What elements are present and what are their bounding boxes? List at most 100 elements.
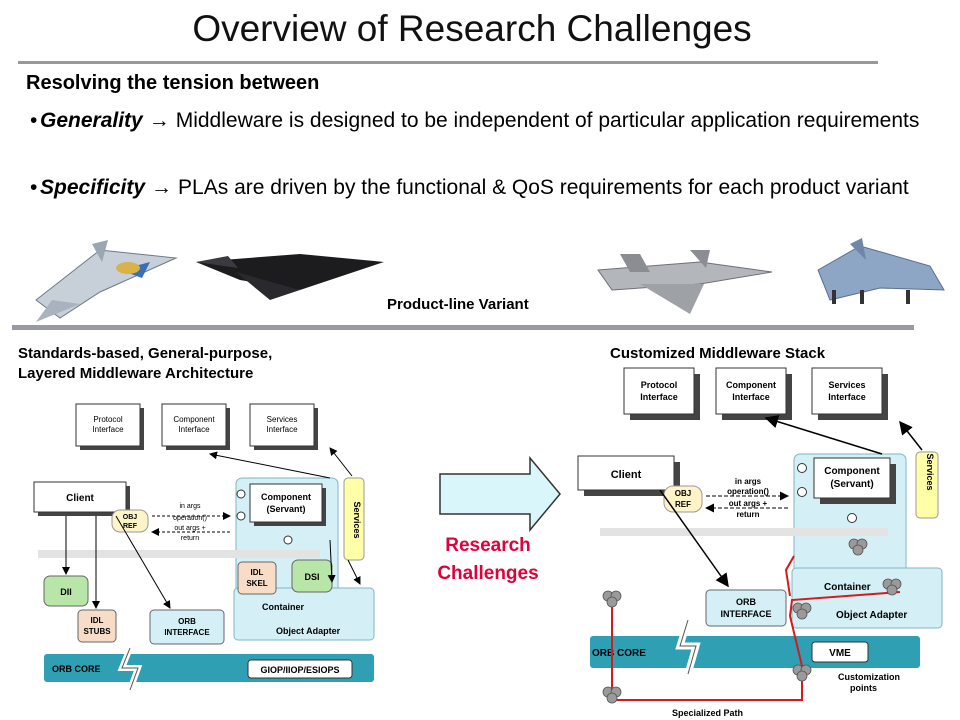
container-label: Container: [824, 582, 871, 593]
orb-core-label: ORB CORE: [592, 648, 646, 659]
arrow-icon: →: [148, 109, 170, 132]
giop-box: [247, 659, 353, 679]
box-label: Services: [267, 415, 298, 424]
services-box: Services: [343, 477, 365, 561]
port-icon: [236, 489, 246, 499]
dsi-box: DSI: [291, 559, 333, 593]
box-label: DII: [60, 587, 72, 597]
services-interface-arrow: [899, 420, 923, 451]
left-heading-line: Standards-based, General-purpose,: [18, 345, 273, 362]
box-label: Interface: [732, 392, 770, 402]
box-label: Interface: [92, 425, 124, 434]
badge-label: OBJ: [675, 489, 691, 498]
vme-label: VME: [829, 648, 851, 659]
subheading: Resolving the tension between: [26, 72, 320, 94]
right-section-heading: Customized Middleware Stack: [610, 345, 826, 362]
customization-points-label: points: [850, 683, 877, 693]
fighter-jet-1-image: [35, 240, 178, 322]
box-label: ORB: [736, 597, 757, 607]
in-args-label: in args: [179, 503, 201, 510]
orb-core-break-outline: [679, 619, 697, 675]
box-label: Interface: [178, 425, 210, 434]
box-label: INTERFACE: [720, 609, 771, 619]
operation-label: operation(): [727, 487, 769, 496]
box-label: (Servant): [266, 504, 305, 514]
return-label: return: [181, 535, 199, 542]
bullet-text: PLAs are driven by the functional & QoS …: [178, 176, 909, 199]
stealth-uav-image: [196, 254, 384, 300]
fighter-jet-2-image: [597, 250, 773, 314]
port-icon: [847, 513, 857, 523]
specialized-path-label: Specialized Path: [672, 708, 743, 718]
bullet-specificity: • Specificity→PLAs are driven by the fun…: [30, 173, 920, 202]
box-label: Services: [828, 380, 865, 390]
badge-label: REF: [675, 500, 691, 509]
protocol-interface-box: Protocol Interface: [623, 367, 700, 420]
customization-points-label: Customization: [838, 672, 900, 682]
giop-label: GIOP/IIOP/ESIOPS: [260, 665, 339, 675]
box-label: DSI: [304, 572, 319, 582]
customization-point-icon: [602, 590, 622, 608]
services-interface-arrow: [329, 447, 353, 477]
customized-middleware-diagram: Protocol Interface Component Interface S…: [577, 367, 943, 718]
customization-point-icon: [848, 538, 868, 556]
client-box: Client: [33, 481, 130, 516]
idl-stubs-box: IDL STUBS: [77, 609, 117, 643]
box-label: Component: [261, 492, 311, 502]
box-label: SKEL: [246, 579, 267, 588]
services-label: Services: [352, 501, 362, 538]
component-servant-box: Component (Servant): [249, 483, 326, 526]
object-adapter-panel: [791, 567, 943, 629]
box-label: Component: [726, 380, 776, 390]
orb-interface-box: ORB INTERFACE: [705, 589, 787, 627]
obj-ref-badge: OBJ REF: [663, 485, 703, 513]
separator-band: [38, 550, 320, 558]
object-adapter-label: Object Adapter: [836, 610, 907, 621]
customization-point-icon: [792, 664, 812, 682]
component-to-adapter-arrow: [327, 539, 336, 583]
services-interface-box: Services Interface: [249, 403, 318, 450]
out-args-label: out args +: [729, 499, 768, 508]
separator-band: [600, 528, 888, 536]
orb-core-break-outline: [121, 647, 139, 690]
aircraft-images: [35, 238, 945, 322]
client-to-orb-arrow: [659, 489, 729, 588]
standard-middleware-diagram: Protocol Interface Component Interface S…: [33, 403, 375, 690]
box-label: Protocol: [93, 415, 123, 424]
customization-point-icon: [792, 602, 812, 620]
bullet-generality: • Generality→Middleware is designed to b…: [30, 106, 920, 135]
title-divider: [18, 61, 878, 64]
client-label: Client: [611, 469, 642, 481]
component-interface-arrow: [764, 415, 883, 455]
left-heading-line: Layered Middleware Architecture: [18, 365, 254, 382]
orb-interface-box: ORB INTERFACE: [149, 609, 225, 645]
box-label: Component: [824, 466, 880, 477]
idl-skel-box: IDL SKEL: [237, 561, 277, 595]
port-icon: [797, 487, 807, 497]
box-label: Component: [173, 415, 215, 424]
research-challenges-arrow: [439, 456, 561, 532]
box-label: Interface: [266, 425, 298, 434]
services-interface-box: Services Interface: [811, 367, 888, 420]
bullet-text: Middleware is designed to be independent…: [175, 109, 920, 132]
services-box: Services: [915, 451, 939, 519]
harrier-jet-image: [817, 238, 945, 304]
box-label: (Servant): [830, 479, 873, 490]
left-section-heading: Standards-based, General-purpose, Layere…: [18, 344, 272, 384]
customization-point-icon: [882, 578, 902, 596]
bullet-term: Generality: [40, 109, 143, 132]
arrow-icon: →: [151, 176, 173, 199]
box-label: STUBS: [83, 627, 111, 636]
bullet-dot: •: [30, 109, 38, 132]
customization-point-icon: [602, 686, 622, 704]
object-adapter-label: Object Adapter: [276, 626, 341, 636]
client-box: Client: [577, 455, 680, 496]
out-args-label: out args +: [174, 525, 205, 532]
component-servant-box: Component (Servant): [813, 457, 896, 504]
component-interface-box: Component Interface: [161, 403, 230, 450]
obj-ref-badge: OBJ REF: [111, 509, 149, 533]
component-interface-arrow: [209, 451, 331, 479]
section-divider: [12, 325, 914, 330]
research-label-line: Research: [445, 535, 531, 556]
box-label: IDL: [251, 568, 264, 577]
